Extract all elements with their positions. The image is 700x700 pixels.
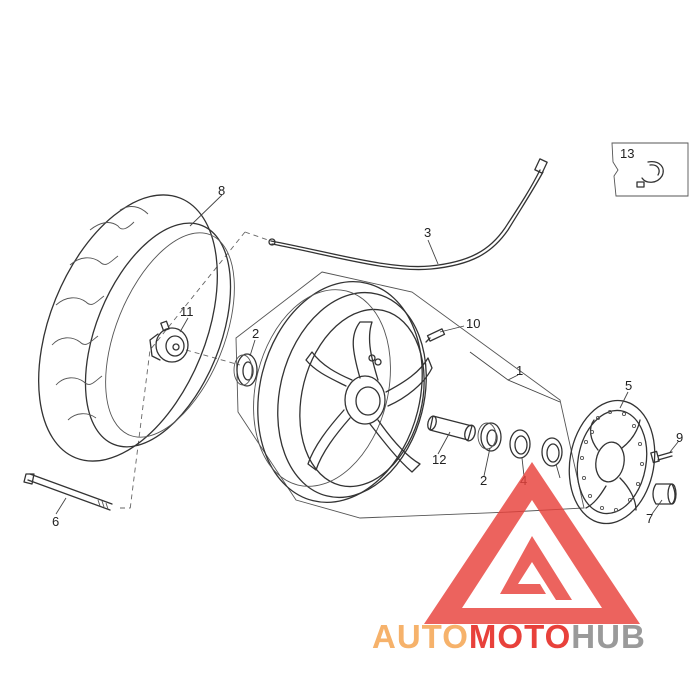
part-1-rim (253, 280, 433, 504)
part-12-spacer (427, 415, 476, 442)
watermark-logo-mark (424, 462, 640, 624)
part-3-speedometer-cable (268, 158, 548, 271)
callout-2-left: 2 (252, 326, 259, 341)
watermark-text-moto: MOTO (469, 618, 571, 655)
part-2-bearing-left (233, 353, 258, 387)
part-7-spacer-bush (652, 483, 677, 505)
part-13-inset-box (611, 142, 689, 197)
callout-3: 3 (424, 225, 431, 240)
part-5-brake-disc (568, 399, 656, 525)
part-8-tyre (38, 194, 235, 462)
part-6-wheel-axle (23, 473, 113, 511)
part-9-disc-screw (650, 450, 673, 464)
callout-13: 13 (620, 146, 634, 161)
alignment-lines (120, 231, 269, 511)
watermark-text-auto: AUTO (372, 618, 469, 655)
watermark-text-hub: HUB (571, 618, 646, 655)
callout-12: 12 (432, 452, 446, 467)
part-11-speedo-drive (149, 320, 189, 363)
watermark-text: AUTOMOTOHUB (372, 618, 646, 655)
part-4-oil-seal (509, 429, 563, 467)
callout-1: 1 (516, 363, 523, 378)
callout-6: 6 (52, 514, 59, 529)
callout-8: 8 (218, 183, 225, 198)
callout-2-right: 2 (480, 473, 487, 488)
leader-lines (55, 194, 679, 515)
callout-7: 7 (646, 511, 653, 526)
callout-10: 10 (466, 316, 480, 331)
callout-5: 5 (625, 378, 632, 393)
part-10-valve (425, 328, 446, 343)
callout-9: 9 (676, 430, 683, 445)
callout-11: 11 (180, 304, 194, 319)
part-2-bearing-right (477, 422, 502, 452)
callouts: 1 2 2 3 4 5 6 7 8 9 10 11 12 13 (52, 146, 683, 529)
